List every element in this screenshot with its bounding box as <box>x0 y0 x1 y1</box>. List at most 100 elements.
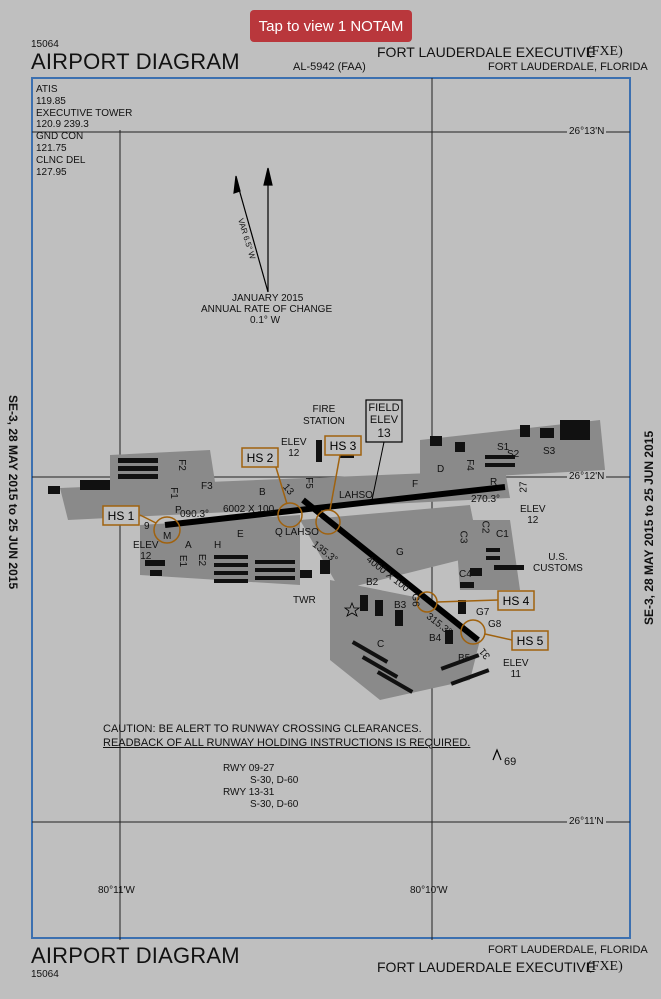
hotspot-2-label: HS 2 <box>247 451 274 465</box>
rwy-0927-label: RWY 09-27 <box>223 763 275 774</box>
airport-name: FORT LAUDERDALE EXECUTIVE <box>377 44 596 60</box>
magnetic-north-arrowhead <box>233 175 241 194</box>
rwy-09-dims: 6002 X 100 <box>223 504 275 515</box>
elev-12-right: ELEV 12 <box>520 504 546 526</box>
hotspot-circle-3 <box>315 509 341 535</box>
freq-tower-value: 120.9 239.3 <box>36 119 89 131</box>
taxiway-f3: F3 <box>201 481 213 492</box>
rwy-1331-label: RWY 13-31 <box>223 787 275 798</box>
map-frame <box>31 77 631 939</box>
buildings <box>48 420 590 694</box>
true-north-arrowhead <box>263 167 273 186</box>
lahso-label-1: LAHSO <box>339 490 373 501</box>
taxiway-b5: B5 <box>458 653 471 664</box>
taxiway-f1: F1 <box>167 487 179 499</box>
taxiway-f: F <box>412 479 419 490</box>
page-title: AIRPORT DIAGRAM <box>31 49 240 74</box>
rwy-27-heading: 270.3° <box>471 494 501 505</box>
hotspot-markers <box>139 454 513 645</box>
taxiway-c1: C1 <box>496 529 509 540</box>
taxiway-a-west: A <box>185 540 192 551</box>
hotspot-labels: HS 1 HS 2 HS 3 HS 4 HS 5 <box>102 435 549 651</box>
city-state: FORT LAUDERDALE, FLORIDA <box>488 61 648 73</box>
taxiway-e-west: E <box>237 529 244 540</box>
runway-strength-table: RWY 09-27 S-30, D-60 RWY 13-31 S-30, D-6… <box>223 763 298 811</box>
rwy-end-9: 9 <box>144 521 150 532</box>
taxiway-s3: S3 <box>543 446 556 457</box>
rwy-1331-strength: S-30, D-60 <box>250 799 299 810</box>
taxiway-p: P <box>175 505 182 516</box>
taxiway-g8: G8 <box>488 619 502 630</box>
field-elev-label: FIELD ELEV <box>368 402 400 426</box>
north-arrow-group <box>233 167 273 293</box>
taxiway-c: C <box>377 639 385 650</box>
taxiway-m: M <box>163 531 172 542</box>
lat-top-label: 26°13'N <box>567 126 607 137</box>
taxiway-e2: E2 <box>196 553 208 567</box>
magnetic-north-line <box>236 181 269 293</box>
notam-button[interactable]: Tap to view 1 NOTAM <box>250 10 412 42</box>
freq-gnd-label: GND CON <box>36 131 84 143</box>
footer-title: AIRPORT DIAGRAM <box>31 943 240 968</box>
fire-station-label: FIRE STATION <box>303 404 345 427</box>
hotspot-circle-1 <box>153 516 181 544</box>
obstacle-elev: 69 <box>504 756 517 768</box>
taxiway-e1: E1 <box>177 554 189 568</box>
runways <box>164 484 506 643</box>
rwy-09-heading: 090.3° <box>180 509 210 520</box>
freq-atis-value: 119.85 <box>36 95 66 107</box>
taxiway-g: G <box>396 547 404 558</box>
hotspot-5-label: HS 5 <box>517 634 544 648</box>
taxiway-r: R <box>490 477 498 488</box>
field-elev-value: 13 <box>377 426 391 440</box>
hotspot-3-label: HS 3 <box>330 439 357 453</box>
frequency-list: ATIS 119.85 EXECUTIVE TOWER 120.9 239.3 … <box>36 84 132 178</box>
rwy-end-27: 27 <box>518 481 530 493</box>
elev-12-left: ELEV 12 <box>133 540 159 562</box>
lat-bottom-label: 26°11'N <box>567 816 606 827</box>
elev-11: ELEV 11 <box>503 658 529 680</box>
field-elev-box <box>365 399 403 443</box>
taxiway-c3: C3 <box>457 530 469 544</box>
taxiway-d: D <box>437 464 445 475</box>
footer-airport-id: (FXE) <box>587 959 623 974</box>
freq-gnd-value: 121.75 <box>36 142 67 154</box>
lahso-label-2: LAHSO <box>285 527 319 538</box>
taxiway-s2: S2 <box>507 449 520 460</box>
taxiway-q: Q <box>275 527 283 538</box>
footer-procedure-number: 15064 <box>31 969 59 980</box>
hotspot-circle-5 <box>460 619 486 645</box>
runway-13-31 <box>301 497 480 643</box>
lat-mid-label: 26°12'N <box>567 471 607 482</box>
taxiway-b3: B3 <box>394 600 407 611</box>
hotspot-1-label: HS 1 <box>108 509 135 523</box>
hotspot-circle-2 <box>277 502 303 528</box>
caution-line-1: CAUTION: BE ALERT TO RUNWAY CROSSING CLE… <box>103 723 422 735</box>
taxiway-s1: S1 <box>497 442 510 453</box>
rate-line-3: 0.1° W <box>250 315 281 326</box>
taxiway-g6: G6 <box>409 593 421 607</box>
airport-id: (FXE) <box>587 44 623 59</box>
lon-left-label: 80°11'W <box>98 885 135 896</box>
taxiway-f2: F2 <box>175 459 187 471</box>
apron-center <box>300 505 480 590</box>
freq-clnc-label: CLNC DEL <box>36 154 86 166</box>
rate-line-2: ANNUAL RATE OF CHANGE <box>201 304 333 315</box>
al-number: AL-5942 (FAA) <box>293 61 366 73</box>
taxiway-c4: C4 <box>459 569 472 580</box>
footer-airport-name: FORT LAUDERDALE EXECUTIVE <box>377 959 596 975</box>
obstacle-icon <box>492 748 502 761</box>
beacon-icon <box>343 601 361 617</box>
taxiway-g7: G7 <box>476 607 490 618</box>
lon-right-label: 80°10'W <box>410 885 448 896</box>
freq-clnc-value: 127.95 <box>36 166 67 178</box>
customs-label: U.S. CUSTOMS <box>533 552 583 574</box>
elev-12-top: ELEV 12 <box>281 437 307 459</box>
procedure-number: 15064 <box>31 39 59 50</box>
runway-09-27 <box>164 484 506 528</box>
tower-label: TWR <box>293 595 316 606</box>
hotspot-4-label: HS 4 <box>503 594 530 608</box>
taxiway-f4: F4 <box>463 459 475 471</box>
taxiway-h: H <box>214 540 222 551</box>
